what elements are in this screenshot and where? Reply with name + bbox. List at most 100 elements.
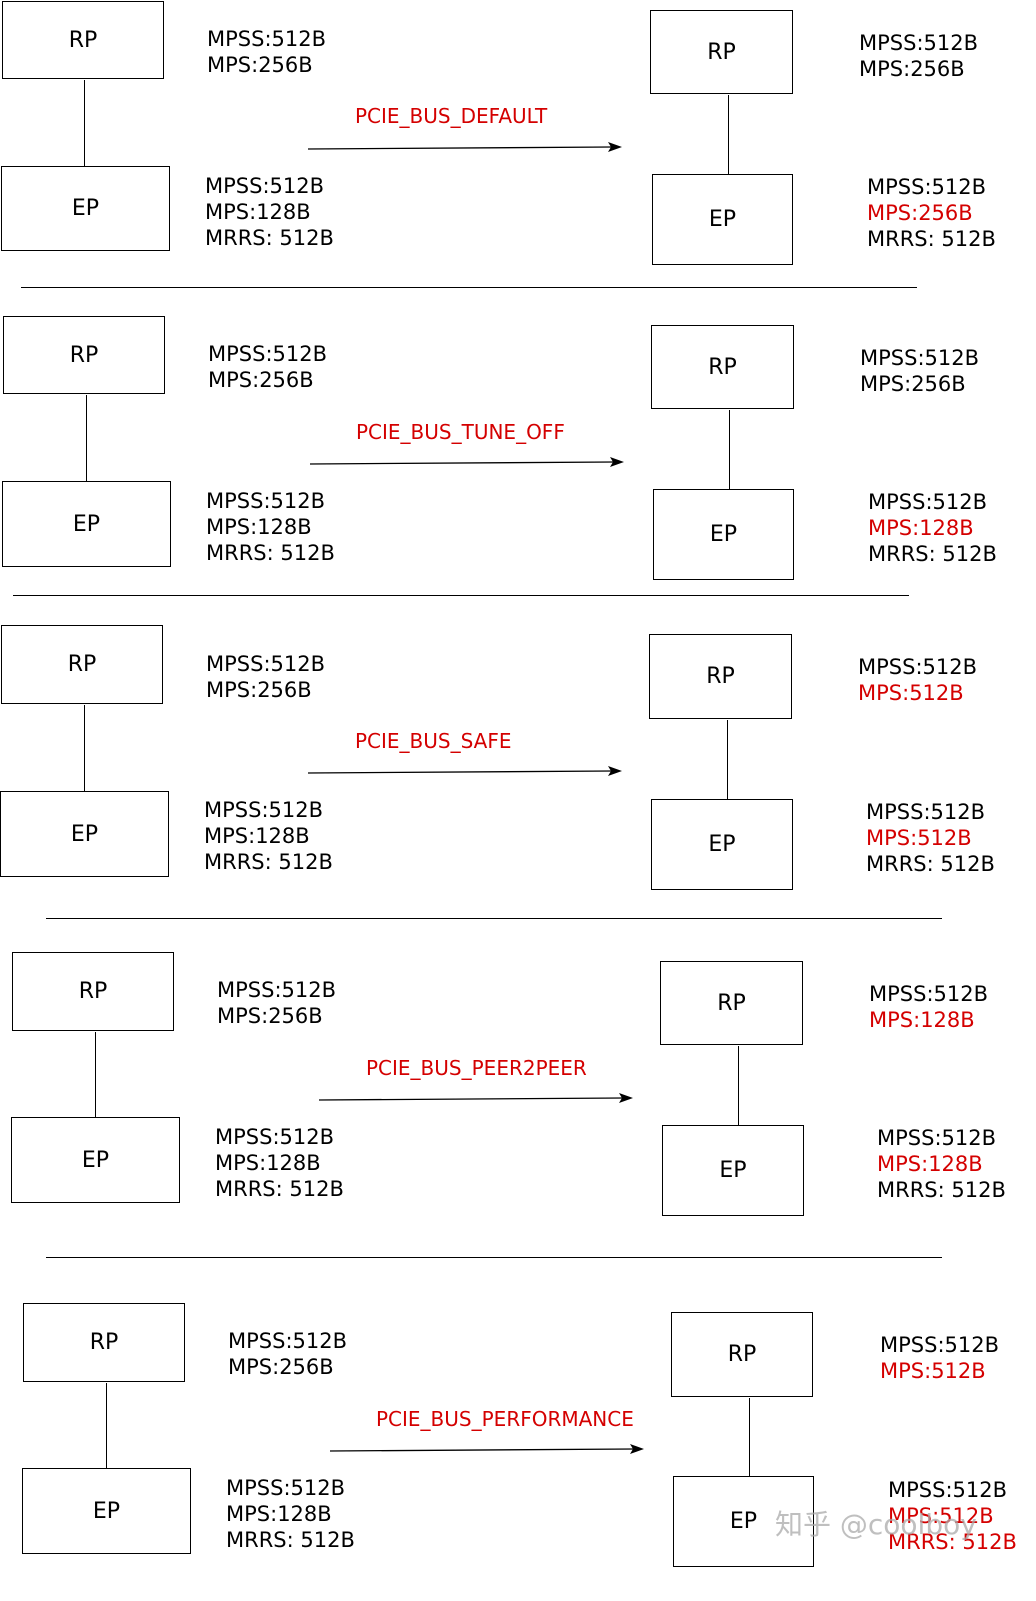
ep-mps: MPS:128B — [206, 515, 312, 539]
ep-label: EP — [708, 832, 736, 857]
mode-label: PCIE_BUS_SAFE — [355, 729, 512, 753]
ep-box-after: EP — [652, 174, 793, 265]
ep-mrrs: MRRS: 512B — [867, 227, 996, 251]
ep-mrrs-changed: MRRS: 512B — [888, 1530, 1017, 1554]
mode-label: PCIE_BUS_PERFORMANCE — [376, 1407, 634, 1431]
ep-label: EP — [729, 1509, 758, 1534]
rp-box-after: RP — [660, 961, 803, 1045]
rp-mpss: MPSS:512B — [208, 342, 328, 366]
rp-mpss: MPSS:512B — [217, 978, 337, 1002]
ep-mpss: MPSS:512B — [877, 1126, 997, 1150]
ep-info-after: MPSS:512B MPS:128B MRRS: 512B — [868, 489, 997, 567]
ep-mps: MPS:128B — [226, 1502, 332, 1526]
ep-info-before: MPSS:512B MPS:128B MRRS: 512B — [205, 173, 334, 251]
ep-box-before: EP — [22, 1468, 191, 1554]
rp-label: RP — [706, 664, 735, 689]
rp-mpss: MPSS:512B — [207, 27, 327, 51]
ep-box-after: EP — [651, 799, 793, 890]
rp-box-after: RP — [649, 634, 792, 719]
separator-line — [21, 287, 917, 288]
ep-mpss: MPSS:512B — [205, 174, 325, 198]
watermark: 知乎 @coolboy — [775, 1508, 977, 1541]
rp-label: RP — [727, 1342, 757, 1367]
rp-mps: MPS:256B — [206, 678, 312, 702]
ep-mps: MPS:128B — [204, 824, 310, 848]
ep-mps: MPS:128B — [215, 1151, 321, 1175]
ep-box-before: EP — [1, 166, 170, 251]
link-line-before — [84, 705, 85, 791]
ep-mpss: MPSS:512B — [888, 1478, 1008, 1502]
ep-mpss: MPSS:512B — [866, 800, 986, 824]
rp-mpss: MPSS:512B — [858, 655, 978, 679]
rp-info-after: MPSS:512B MPS:256B — [859, 30, 978, 82]
mode-label: PCIE_BUS_TUNE_OFF — [356, 420, 565, 444]
ep-mps-changed: MPS:256B — [867, 201, 973, 225]
rp-info-before: MPSS:512B MPS:256B — [228, 1328, 347, 1380]
ep-label: EP — [71, 196, 100, 221]
ep-mpss: MPSS:512B — [204, 798, 324, 822]
ep-label: EP — [81, 1147, 110, 1173]
rp-label: RP — [68, 27, 98, 53]
ep-mrrs: MRRS: 512B — [868, 542, 997, 566]
link-line-after — [738, 1046, 739, 1125]
link-line-before — [95, 1032, 96, 1118]
rp-box-before: RP — [2, 1, 164, 79]
transition-arrow — [318, 1093, 633, 1103]
rp-mps: MPS:256B — [207, 53, 313, 77]
ep-mps-changed: MPS:128B — [877, 1152, 983, 1176]
ep-mpss: MPSS:512B — [215, 1125, 335, 1149]
separator-line — [13, 595, 909, 596]
ep-info-after: MPSS:512B MPS:256B MRRS: 512B — [867, 174, 996, 252]
ep-mps-changed: MPS:512B — [866, 826, 972, 850]
ep-box-before: EP — [11, 1117, 180, 1203]
rp-info-after: MPSS:512B MPS:256B — [860, 345, 979, 397]
rp-mpss: MPSS:512B — [228, 1329, 348, 1353]
rp-label: RP — [69, 342, 99, 368]
ep-box-after: EP — [673, 1476, 814, 1567]
rp-mps-changed: MPS:512B — [858, 681, 964, 705]
ep-label: EP — [70, 821, 99, 847]
ep-info-after: MPSS:512B MPS:512B MRRS: 512B — [866, 799, 995, 877]
transition-arrow — [307, 142, 622, 152]
rp-mps: MPS:256B — [860, 372, 966, 396]
ep-box-before: EP — [2, 481, 171, 567]
rp-mpss: MPSS:512B — [206, 652, 326, 676]
rp-mpss: MPSS:512B — [860, 346, 980, 370]
rp-label: RP — [717, 990, 746, 1016]
rp-mps-changed: MPS:128B — [869, 1008, 975, 1032]
rp-box-before: RP — [12, 952, 174, 1031]
rp-info-after: MPSS:512B MPS:512B — [858, 654, 977, 706]
link-line-before — [84, 80, 85, 166]
transition-arrow — [309, 457, 624, 467]
rp-mps: MPS:256B — [228, 1355, 334, 1379]
link-line-after — [727, 720, 728, 799]
rp-label: RP — [78, 979, 108, 1004]
link-line-after — [749, 1398, 750, 1477]
ep-box-after: EP — [653, 489, 794, 580]
rp-info-before: MPSS:512B MPS:256B — [206, 651, 325, 703]
rp-info-after: MPSS:512B MPS:512B — [880, 1332, 999, 1384]
ep-mrrs: MRRS: 512B — [877, 1178, 1006, 1202]
link-line-after — [729, 410, 730, 489]
ep-mpss: MPSS:512B — [206, 489, 326, 513]
rp-box-before: RP — [3, 316, 165, 394]
rp-info-before: MPSS:512B MPS:256B — [217, 977, 336, 1029]
separator-line — [46, 918, 942, 919]
rp-box-after: RP — [651, 325, 794, 409]
ep-mpss: MPSS:512B — [226, 1476, 346, 1500]
rp-label: RP — [707, 39, 736, 65]
ep-box-before: EP — [0, 791, 169, 877]
mode-label: PCIE_BUS_DEFAULT — [355, 104, 548, 128]
ep-label: EP — [92, 1498, 121, 1524]
ep-label: EP — [709, 522, 738, 547]
ep-box-after: EP — [662, 1125, 804, 1216]
ep-info-before: MPSS:512B MPS:128B MRRS: 512B — [215, 1124, 344, 1202]
ep-mrrs: MRRS: 512B — [205, 226, 334, 250]
transition-arrow — [307, 766, 622, 776]
rp-mps: MPS:256B — [859, 57, 965, 81]
rp-box-before: RP — [1, 625, 163, 704]
ep-info-before: MPSS:512B MPS:128B MRRS: 512B — [226, 1475, 355, 1553]
rp-mps: MPS:256B — [217, 1004, 323, 1028]
ep-mrrs: MRRS: 512B — [206, 541, 335, 565]
ep-label: EP — [719, 1158, 747, 1183]
